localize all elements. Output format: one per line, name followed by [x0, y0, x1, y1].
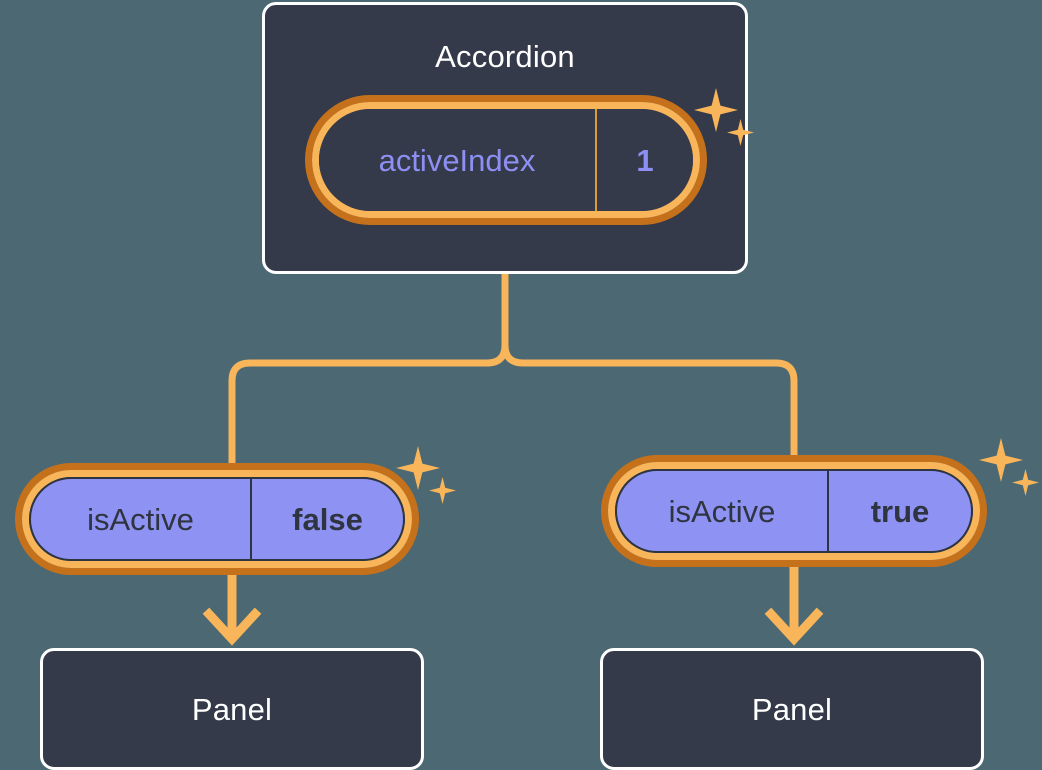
pill-body: isActive true	[615, 469, 973, 553]
state-value-label: false	[250, 479, 403, 559]
sparkle-large	[979, 438, 1023, 482]
pill-ring-inner	[312, 102, 700, 218]
pill-ring-inner	[608, 462, 980, 560]
state-value-label: true	[827, 471, 971, 551]
component-title-panel: Panel	[751, 691, 833, 727]
pill-ring-outer	[305, 95, 707, 225]
component-box-panel-left[interactable]: Panel	[40, 648, 424, 770]
pill-ring-outer	[601, 455, 987, 567]
arrow-head-left	[202, 607, 262, 646]
sparkle-small	[1012, 469, 1039, 496]
connector-branch-right	[501, 270, 798, 459]
state-pill-is-active-true[interactable]: isActive true	[601, 455, 987, 567]
sparkles-icon	[979, 436, 1042, 506]
pill-body: isActive false	[29, 477, 405, 561]
state-value-label: 1	[636, 142, 654, 178]
connector-branch-left	[228, 270, 509, 467]
state-key-label: activeIndex	[319, 109, 597, 211]
arrow-head-right	[764, 607, 824, 646]
pill-body: activeIndex 1	[319, 109, 693, 211]
state-pill-is-active-false[interactable]: isActive false	[15, 463, 419, 575]
state-key-label: isActive	[668, 493, 776, 529]
component-box-panel-right[interactable]: Panel	[600, 648, 984, 770]
pill-ring-outer	[15, 463, 419, 575]
component-title-accordion: Accordion	[435, 39, 575, 74]
state-pill-active-index[interactable]: activeIndex 1	[305, 95, 707, 225]
state-key-label: isActive	[87, 501, 194, 537]
sparkle-small	[429, 477, 456, 504]
component-title-panel: Panel	[191, 691, 273, 727]
pill-ring-inner	[22, 470, 412, 568]
